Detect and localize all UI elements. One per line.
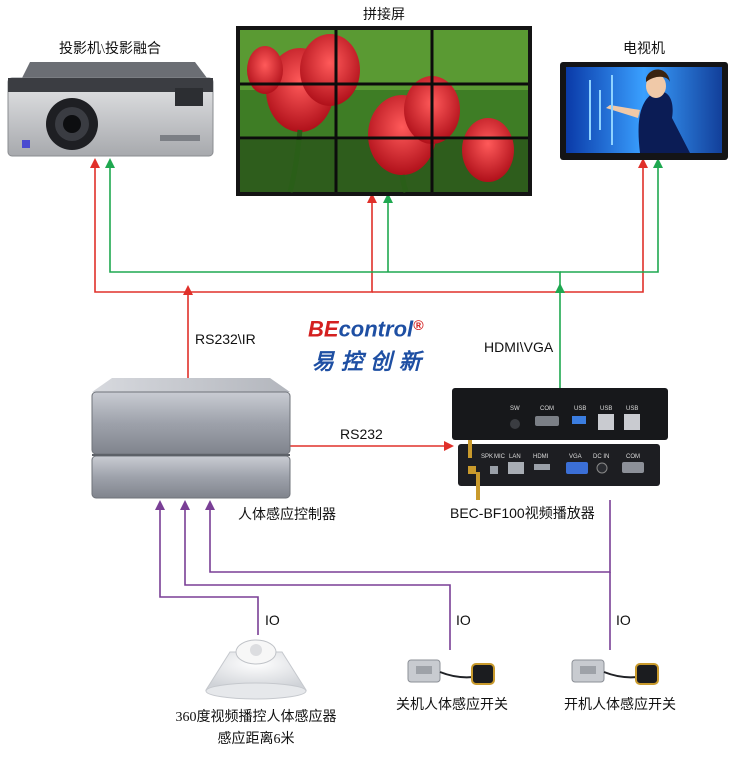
port-usb-3: USB (626, 406, 638, 412)
purple-lines (159, 500, 611, 650)
port-usb-1: USB (574, 406, 586, 412)
on-switch-label: 开机人体感应开关 (564, 698, 676, 713)
io-label-3: IO (616, 612, 631, 628)
brand-name-part2: control (338, 316, 414, 342)
video-wall-image (236, 26, 532, 196)
rs232-label: RS232 (340, 426, 383, 442)
port-com-bottom: COM (626, 454, 640, 460)
io-label-1: IO (265, 612, 280, 628)
port-dcin: DC IN (593, 454, 609, 460)
off-switch-image (407, 659, 495, 685)
sensor-360-image (205, 639, 307, 700)
tv-image (560, 62, 728, 160)
port-sw: SW (510, 406, 520, 412)
on-switch-image (571, 659, 659, 685)
port-spk: SPK (481, 454, 493, 460)
player-image: SW COM USB USB USB SPK MIC LAN HDMI VGA … (452, 388, 668, 500)
brand-name-part1: BE (308, 316, 339, 342)
brand-chinese: 易控创新 (312, 350, 429, 375)
sensor360-label-line1: 360度视频播控人体感应器 (175, 710, 337, 725)
rs232-ir-label: RS232\IR (195, 331, 256, 347)
port-hdmi: HDMI (533, 454, 549, 460)
port-vga: VGA (569, 454, 582, 460)
purple-arrowheads (155, 500, 215, 510)
port-com-top: COM (540, 406, 554, 412)
green-arrowheads (105, 158, 663, 293)
port-mic: MIC (494, 454, 506, 460)
projector-image (7, 62, 214, 157)
brand-logo: BEcontrol® (308, 318, 423, 340)
port-usb-2: USB (600, 406, 612, 412)
controller-image (91, 378, 291, 499)
off-switch-label: 关机人体感应开关 (396, 698, 508, 713)
red-lines (94, 165, 644, 380)
sensor360-label-line2: 感应距离6米 (217, 732, 295, 747)
tv-label: 电视机 (623, 42, 665, 57)
io-label-2: IO (456, 612, 471, 628)
brand-registered: ® (413, 317, 424, 333)
port-lan: LAN (509, 454, 521, 460)
green-lines (109, 165, 659, 390)
player-label: BEC-BF100视频播放器 (450, 505, 595, 521)
controller-label: 人体感应控制器 (238, 508, 336, 523)
projector-label: 投影机\投影融合 (59, 42, 161, 57)
hdmi-vga-label: HDMI\VGA (484, 339, 554, 355)
videowall-label: 拼接屏 (363, 8, 405, 23)
red-arrowheads (90, 158, 648, 451)
